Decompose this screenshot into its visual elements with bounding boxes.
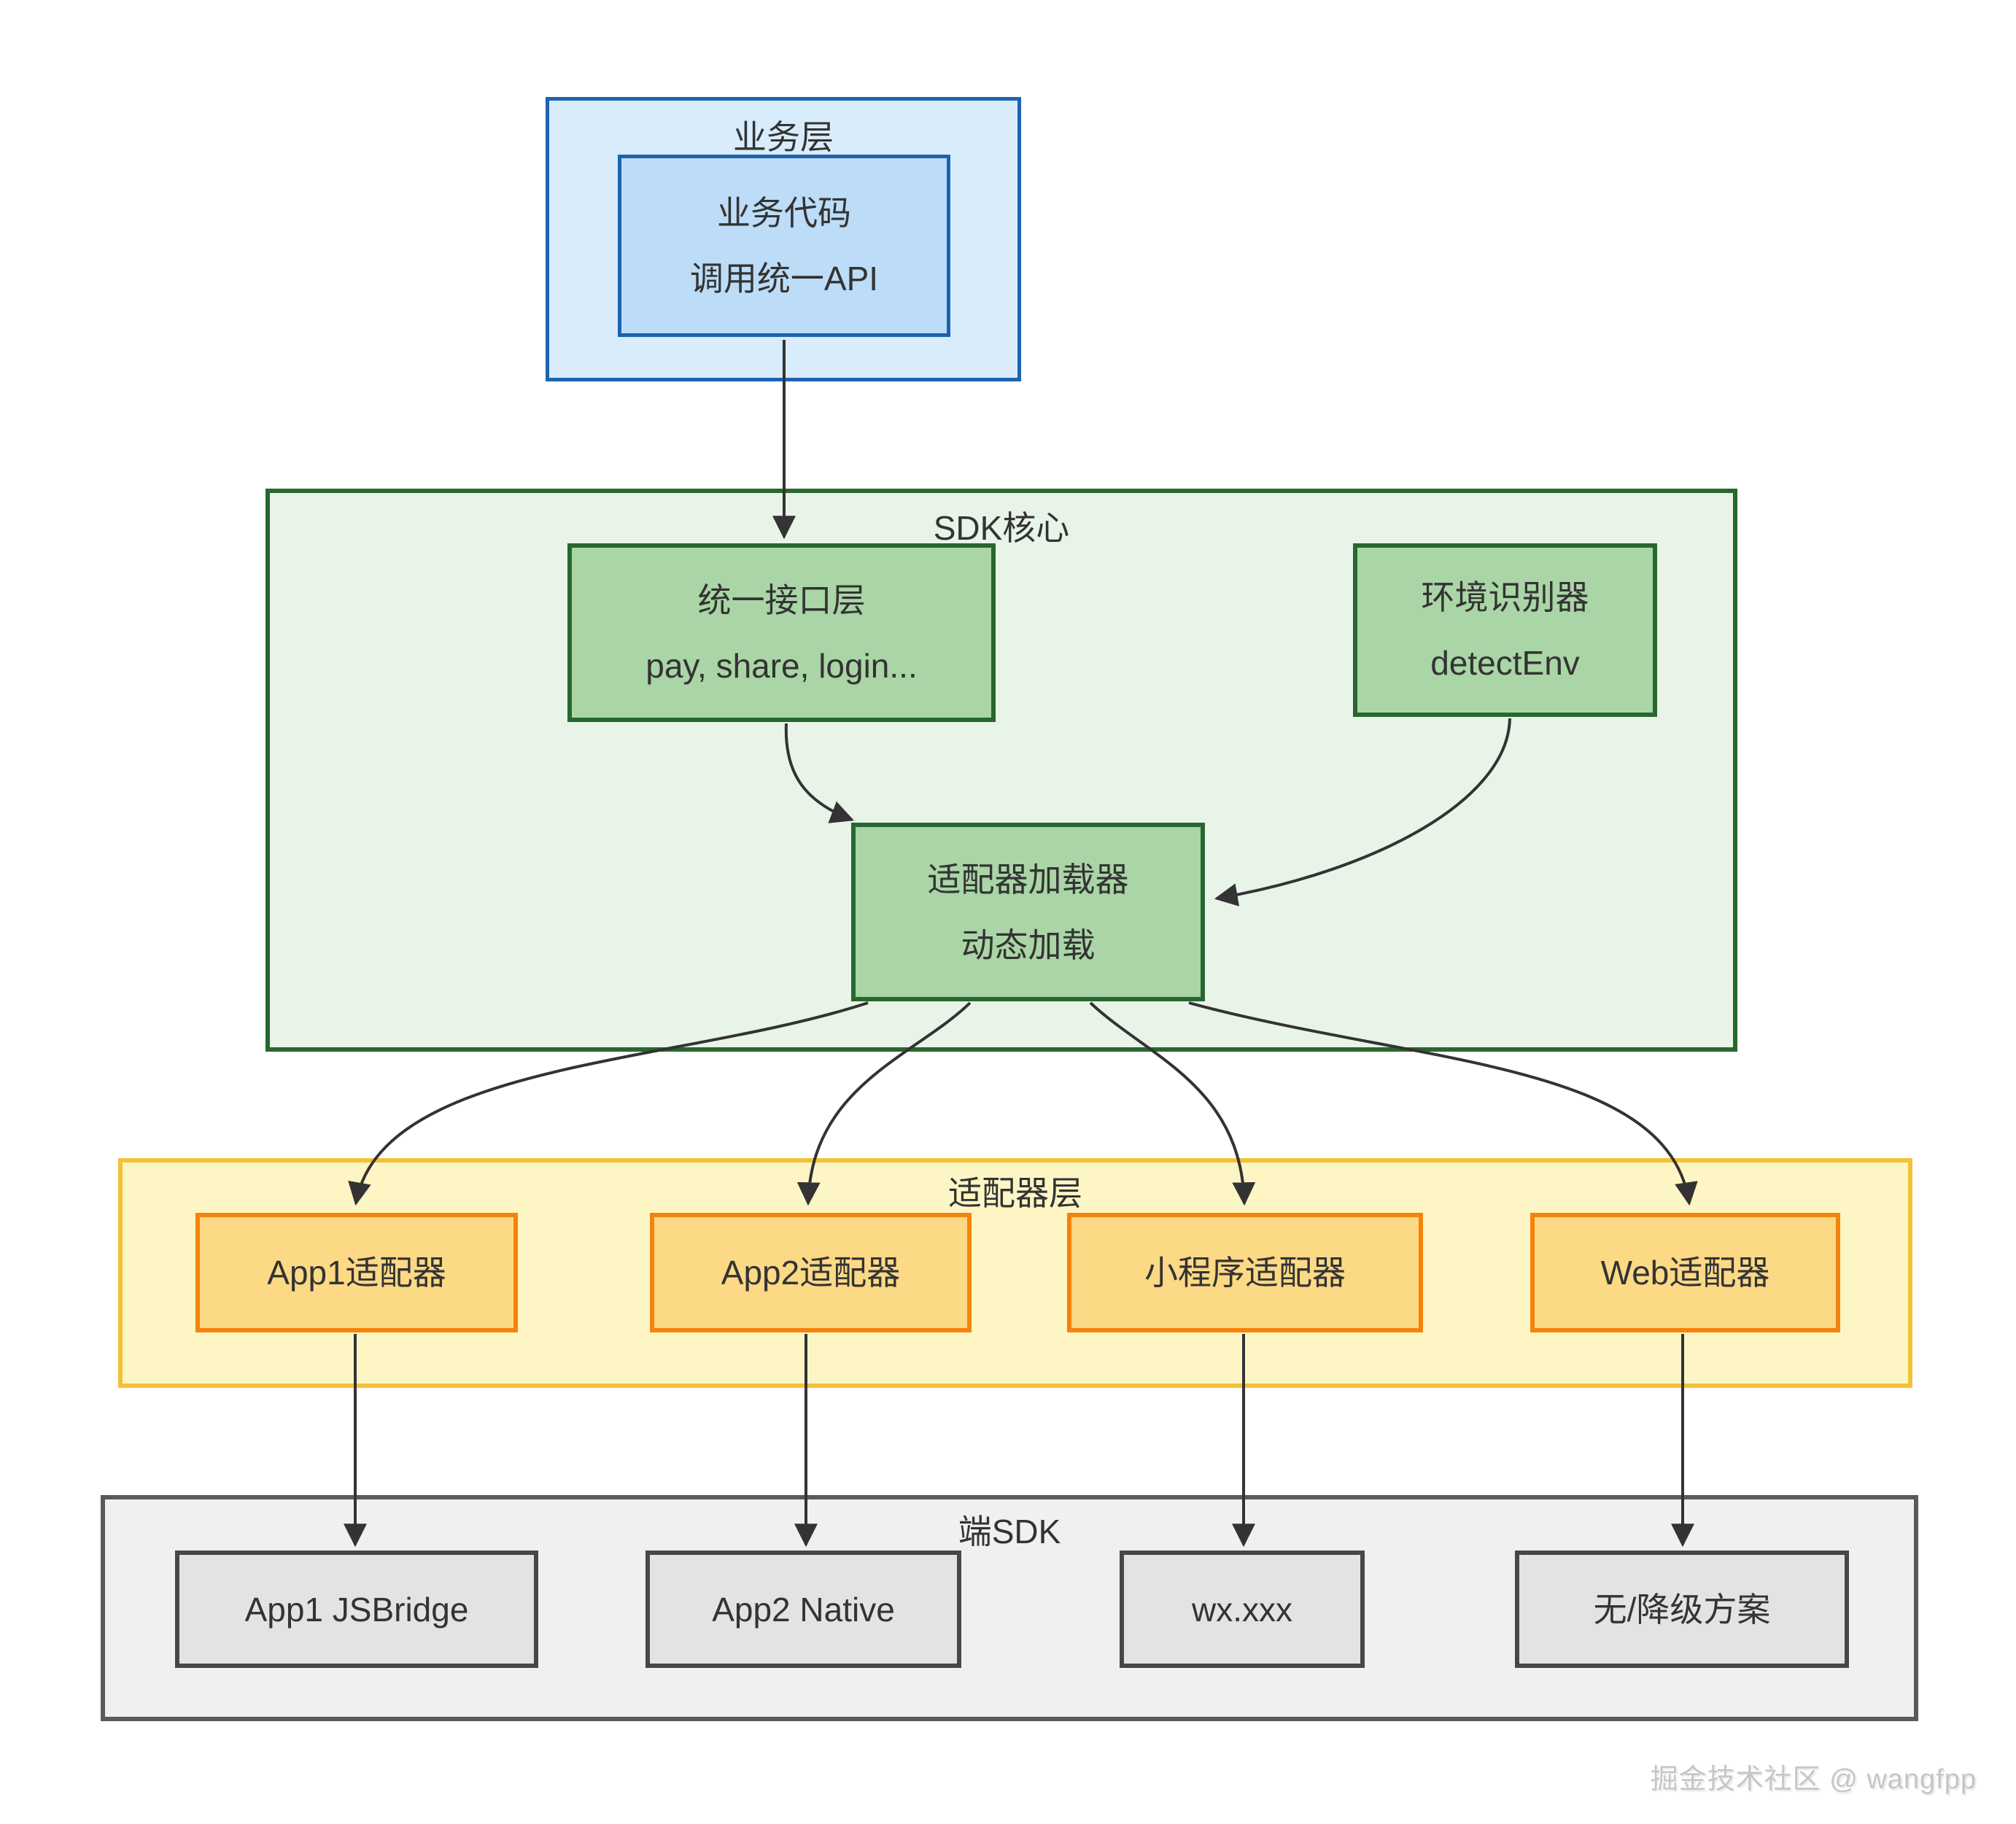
app2-native-node: App2 Native xyxy=(645,1551,961,1668)
unified-api-line2: pay, share, login... xyxy=(645,646,918,685)
business-code-line1: 业务代码 xyxy=(717,194,851,232)
app2-adapter-node: App2适配器 xyxy=(650,1213,972,1332)
app1-adapter-node: App1适配器 xyxy=(195,1213,518,1332)
web-adapter-node: Web适配器 xyxy=(1530,1213,1840,1332)
adapter-layer-title: 适配器层 xyxy=(948,1174,1082,1212)
client-sdk-layer-title: 端SDK xyxy=(958,1513,1061,1551)
wx-api-node: wx.xxx xyxy=(1120,1551,1365,1668)
business-layer-container: 业务层 业务代码 调用统一API xyxy=(546,97,1021,381)
unified-api-node: 统一接口层 pay, share, login... xyxy=(567,543,996,722)
business-code-line2: 调用统一API xyxy=(689,260,879,298)
miniprogram-adapter-node: 小程序适配器 xyxy=(1067,1213,1423,1332)
watermark: 掘金技术社区 @ wangfpp xyxy=(1650,1764,1977,1795)
business-layer-title: 业务层 xyxy=(733,118,834,156)
unified-api-line1: 统一接口层 xyxy=(697,581,866,619)
fallback-node: 无/降级方案 xyxy=(1515,1551,1849,1668)
env-detector-line2: detectEnv xyxy=(1430,644,1580,682)
sdk-core-layer-title: SDK核心 xyxy=(933,509,1070,547)
sdk-core-layer-container: SDK核心 统一接口层 pay, share, login... 环境识别器 d… xyxy=(265,489,1737,1052)
app1-jsbridge-node: App1 JSBridge xyxy=(175,1551,538,1668)
business-code-node: 业务代码 调用统一API xyxy=(618,155,950,337)
adapter-loader-line1: 适配器加载器 xyxy=(927,860,1129,899)
adapter-loader-line2: 动态加载 xyxy=(961,925,1096,964)
client-sdk-layer-container: 端SDK App1 JSBridge App2 Native wx.xxx 无/… xyxy=(101,1495,1918,1721)
adapter-loader-node: 适配器加载器 动态加载 xyxy=(851,823,1205,1001)
env-detector-node: 环境识别器 detectEnv xyxy=(1353,543,1657,717)
env-detector-line1: 环境识别器 xyxy=(1421,578,1589,616)
adapter-layer-container: 适配器层 App1适配器 App2适配器 小程序适配器 Web适配器 xyxy=(118,1158,1912,1388)
